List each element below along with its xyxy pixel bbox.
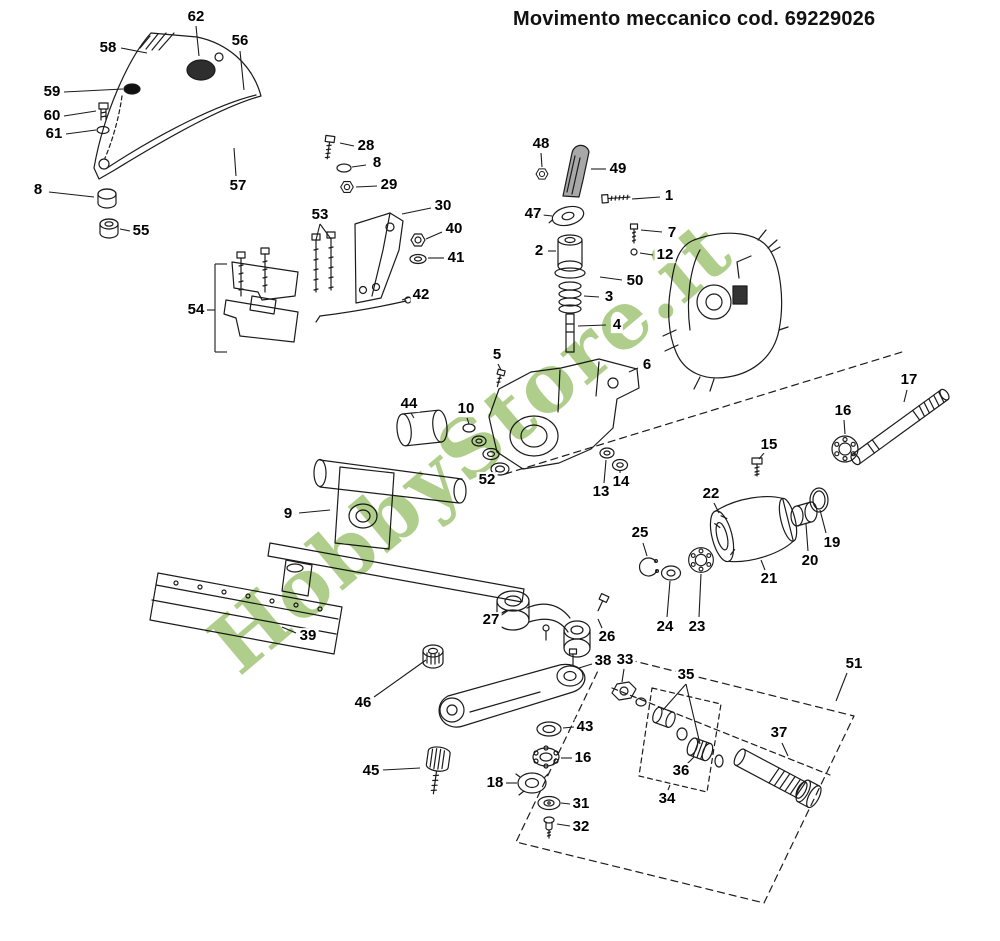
part-label-62-0: 62 [185,8,207,26]
part-label-41-15: 41 [445,249,467,267]
part-label-30-13: 30 [432,197,454,215]
part-label-54-16: 54 [185,301,207,319]
part-label-7-23: 7 [665,224,679,242]
part-label-33-50: 33 [614,651,636,669]
part-label-55-7: 55 [130,222,152,240]
part-label-61-5: 61 [43,125,65,143]
part-label-8-6: 8 [31,181,45,199]
part-label-6-29: 6 [640,356,654,374]
part-label-39-46: 39 [297,627,319,645]
part-label-40-14: 40 [443,220,465,238]
part-label-37-58: 37 [768,724,790,742]
part-label-27-47: 27 [480,611,502,629]
part-label-25-43: 25 [629,524,651,542]
part-label-2-22: 2 [532,242,546,260]
part-label-56-2: 56 [229,32,251,50]
part-label-43-54: 43 [574,718,596,736]
part-label-18-57: 18 [484,774,506,792]
part-label-53-12: 53 [309,206,331,224]
part-label-28-9: 28 [355,137,377,155]
part-label-22-38: 22 [700,485,722,503]
part-label-52-35: 52 [476,471,498,489]
part-label-59-3: 59 [41,83,63,101]
part-label-58-1: 58 [97,39,119,57]
part-label-45-56: 45 [360,762,382,780]
part-label-34-61: 34 [656,790,678,808]
part-label-51-51: 51 [843,655,865,673]
part-label-3-26: 3 [602,288,616,306]
part-label-57-8: 57 [227,177,249,195]
part-label-21-41: 21 [758,570,780,588]
page-title: Movimento meccanico cod. 69229026 [513,8,876,30]
part-label-16-31: 16 [832,402,854,420]
part-label-47-21: 47 [522,205,544,223]
part-label-32-62: 32 [570,818,592,836]
part-label-35-53: 35 [675,666,697,684]
part-label-10-33: 10 [455,400,477,418]
part-label-44-32: 44 [398,395,420,413]
part-label-23-45: 23 [686,618,708,636]
part-label-20-40: 20 [799,552,821,570]
part-label-60-4: 60 [41,107,63,125]
part-label-29-11: 29 [378,176,400,194]
part-label-1-20: 1 [662,187,676,205]
part-label-50-25: 50 [624,272,646,290]
part-label-46-52: 46 [352,694,374,712]
part-label-24-44: 24 [654,618,676,636]
part-label-5-28: 5 [490,346,504,364]
part-label-4-27: 4 [610,316,624,334]
part-label-19-39: 19 [821,534,843,552]
part-label-38-49: 38 [592,652,614,670]
part-label-26-48: 26 [596,628,618,646]
part-label-8-10: 8 [370,154,384,172]
part-label-13-36: 13 [590,483,612,501]
part-label-36-59: 36 [670,762,692,780]
part-label-49-19: 49 [607,160,629,178]
part-label-31-60: 31 [570,795,592,813]
part-label-48-18: 48 [530,135,552,153]
part-label-16-55: 16 [572,749,594,767]
part-label-42-17: 42 [410,286,432,304]
part-label-9-42: 9 [281,505,295,523]
part-label-12-24: 12 [654,246,676,264]
part-label-14-37: 14 [610,473,632,491]
part-label-17-30: 17 [898,371,920,389]
part-label-15-34: 15 [758,436,780,454]
